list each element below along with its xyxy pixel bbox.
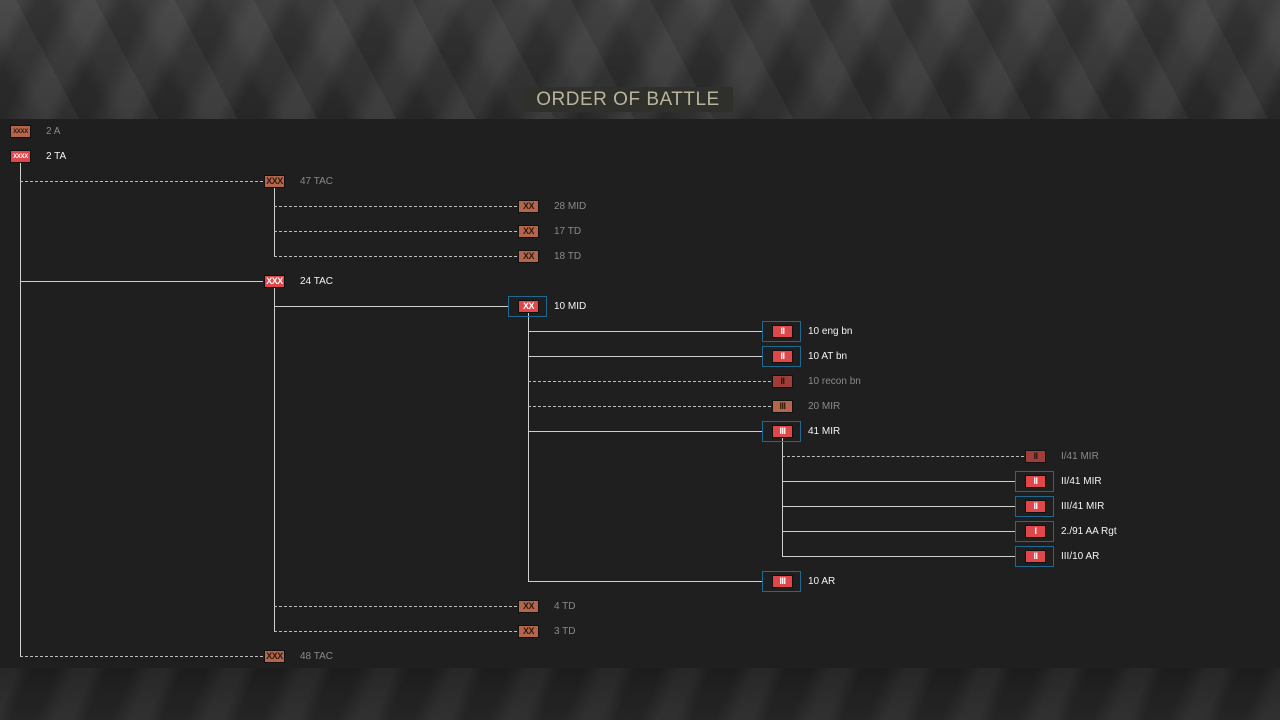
- unit-symbol-icon-10reconbn[interactable]: II: [772, 375, 793, 388]
- tree-connector-vertical: [274, 188, 275, 256]
- selection-frame: [1015, 471, 1054, 492]
- unit-symbol-icon-291aargt[interactable]: I: [1025, 525, 1046, 538]
- tree-connector-horizontal: [274, 606, 517, 607]
- unit-symbol-icon-3td[interactable]: XX: [518, 625, 539, 638]
- unit-label-i41mir[interactable]: I/41 MIR: [1061, 451, 1099, 462]
- unit-symbol-icon-18td[interactable]: XX: [518, 250, 539, 263]
- unit-label-2a[interactable]: 2 A: [46, 126, 61, 137]
- unit-label-10mid[interactable]: 10 MID: [554, 301, 587, 312]
- tree-connector-horizontal: [528, 356, 762, 357]
- tree-connector-horizontal: [20, 656, 263, 657]
- unit-label-3td[interactable]: 3 TD: [554, 626, 576, 637]
- tree-connector-vertical: [274, 288, 275, 631]
- unit-symbol-icon-iii10ar[interactable]: II: [1025, 550, 1046, 563]
- unit-symbol-icon-10ar[interactable]: III: [772, 575, 793, 588]
- unit-label-ii41mir[interactable]: II/41 MIR: [1061, 476, 1102, 487]
- footer-background: [0, 668, 1280, 720]
- tree-connector-horizontal: [20, 181, 263, 182]
- unit-label-41mir[interactable]: 41 MIR: [808, 426, 841, 437]
- unit-symbol-icon-10mid[interactable]: XX: [518, 300, 539, 313]
- unit-label-18td[interactable]: 18 TD: [554, 251, 582, 262]
- selection-frame: [762, 421, 801, 442]
- unit-symbol-icon-17td[interactable]: XX: [518, 225, 539, 238]
- unit-label-10reconbn[interactable]: 10 recon bn: [808, 376, 861, 387]
- selection-frame: [1015, 546, 1054, 567]
- tree-connector-horizontal: [274, 631, 517, 632]
- unit-label-20mir[interactable]: 20 MIR: [808, 401, 841, 412]
- tree-connector-horizontal: [274, 231, 517, 232]
- tree-connector-horizontal: [528, 406, 771, 407]
- tree-connector-horizontal: [20, 281, 263, 282]
- tree-connector-horizontal: [274, 256, 517, 257]
- unit-symbol-icon-20mir[interactable]: III: [772, 400, 793, 413]
- unit-symbol-icon-10atbn[interactable]: II: [772, 350, 793, 363]
- tree-connector-vertical: [20, 163, 21, 656]
- unit-label-2ta[interactable]: 2 TA: [46, 151, 67, 162]
- unit-symbol-icon-41mir[interactable]: III: [772, 425, 793, 438]
- unit-label-10ar[interactable]: 10 AR: [808, 576, 836, 587]
- unit-symbol-icon-47tac[interactable]: XXX: [264, 175, 285, 188]
- unit-symbol-icon-iii41mir[interactable]: II: [1025, 500, 1046, 513]
- tree-connector-horizontal: [782, 456, 1024, 457]
- unit-symbol-icon-ii41mir[interactable]: II: [1025, 475, 1046, 488]
- unit-label-4td[interactable]: 4 TD: [554, 601, 576, 612]
- tree-connector-horizontal: [528, 331, 762, 332]
- unit-symbol-icon-i41mir[interactable]: II: [1025, 450, 1046, 463]
- unit-label-10atbn[interactable]: 10 AT bn: [808, 351, 848, 362]
- unit-label-48tac[interactable]: 48 TAC: [300, 651, 333, 662]
- unit-label-10engbn[interactable]: 10 eng bn: [808, 326, 853, 337]
- unit-label-291aargt[interactable]: 2./91 AA Rgt: [1061, 526, 1117, 537]
- tree-connector-horizontal: [528, 381, 771, 382]
- tree-connector-horizontal: [782, 481, 1015, 482]
- unit-label-28mid[interactable]: 28 MID: [554, 201, 587, 212]
- selection-frame: [762, 571, 801, 592]
- unit-label-24tac[interactable]: 24 TAC: [300, 276, 333, 287]
- unit-symbol-icon-10engbn[interactable]: II: [772, 325, 793, 338]
- unit-symbol-icon-24tac[interactable]: XXX: [264, 275, 285, 288]
- selection-frame: [1015, 496, 1054, 517]
- page-title: ORDER OF BATTLE: [523, 87, 733, 112]
- unit-symbol-icon-28mid[interactable]: XX: [518, 200, 539, 213]
- tree-connector-horizontal: [274, 306, 508, 307]
- unit-symbol-icon-4td[interactable]: XX: [518, 600, 539, 613]
- tree-connector-horizontal: [528, 581, 762, 582]
- unit-symbol-icon-48tac[interactable]: XXX: [264, 650, 285, 663]
- unit-symbol-icon-2a[interactable]: XXXX: [10, 125, 31, 138]
- tree-connector-horizontal: [528, 431, 762, 432]
- tree-connector-horizontal: [782, 556, 1015, 557]
- selection-frame: [762, 346, 801, 367]
- selection-frame: [1015, 521, 1054, 542]
- unit-label-iii10ar[interactable]: III/10 AR: [1061, 551, 1100, 562]
- tree-connector-vertical: [528, 313, 529, 581]
- selection-frame: [508, 296, 547, 317]
- tree-connector-horizontal: [782, 506, 1015, 507]
- unit-label-17td[interactable]: 17 TD: [554, 226, 582, 237]
- tree-connector-horizontal: [274, 206, 517, 207]
- unit-symbol-icon-2ta[interactable]: XXXX: [10, 150, 31, 163]
- tree-connector-horizontal: [782, 531, 1015, 532]
- selection-frame: [762, 321, 801, 342]
- tree-connector-vertical: [782, 438, 783, 556]
- unit-label-47tac[interactable]: 47 TAC: [300, 176, 333, 187]
- unit-label-iii41mir[interactable]: III/41 MIR: [1061, 501, 1105, 512]
